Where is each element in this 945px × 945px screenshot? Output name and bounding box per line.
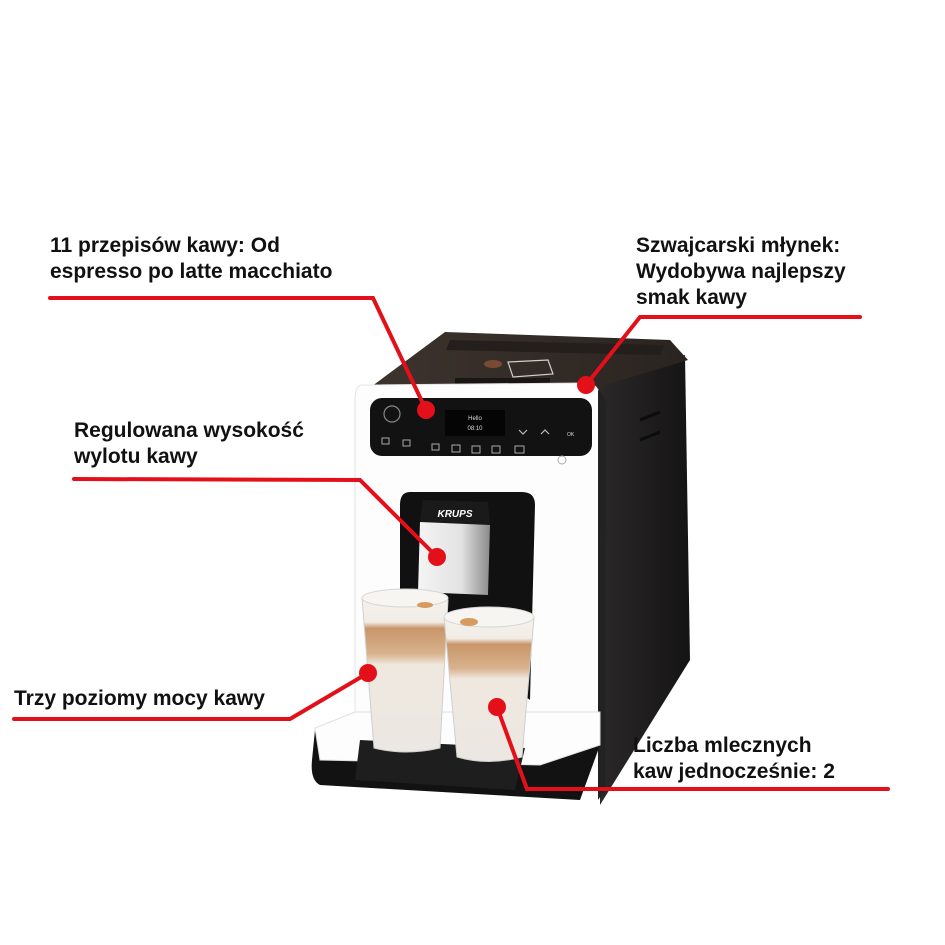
chevron-up-icon	[540, 429, 550, 435]
cup-icon	[402, 439, 411, 447]
settings-gear-icon	[557, 455, 567, 465]
callout-text-line: Trzy poziomy mocy kawy	[14, 687, 265, 710]
callout-text-line: wylotu kawy	[74, 445, 198, 468]
coffee-spout: KRUPS	[418, 500, 490, 595]
cup-icon	[381, 437, 390, 445]
callout-dot-strength	[359, 664, 377, 682]
callout-text-line: smak kawy	[636, 286, 747, 309]
callout-line-grinder	[584, 315, 862, 387]
callout-line-strength	[12, 671, 370, 721]
display-time: 08:10	[467, 426, 483, 432]
latte-glass-left	[361, 588, 449, 753]
latte-glass-right	[443, 606, 535, 762]
krups-logo: KRUPS	[437, 509, 472, 520]
callout-line-milk-drinks	[495, 705, 890, 791]
cup-icon	[471, 445, 481, 454]
callout-dot-recipes	[417, 401, 435, 419]
machine-side-panel	[600, 355, 690, 805]
krups-badge-icon	[507, 359, 554, 378]
cup-icon	[451, 444, 461, 453]
callout-recipes: 11 przepisów kawy: Od espresso po latte …	[50, 233, 332, 285]
display-greeting: Hello	[468, 416, 482, 422]
callout-text-line: Liczba mlecznych	[633, 734, 812, 757]
cup-icon	[514, 445, 525, 454]
callout-dot-milk-drinks	[488, 698, 506, 716]
machine-top-lid	[360, 332, 688, 400]
callout-line-spout-height	[72, 477, 439, 559]
callout-text-line: espresso po latte macchiato	[50, 260, 333, 283]
callout-spout-height: Regulowana wysokość wylotu kawy	[74, 418, 304, 470]
callout-milk-drinks: Liczba mlecznych kaw jednocześnie: 2	[633, 733, 835, 785]
callout-text-line: Regulowana wysokość	[74, 419, 304, 442]
callout-text-line: 11 przepisów kawy: Od	[50, 234, 280, 257]
ok-button-label: OK	[567, 432, 575, 438]
callout-dot-spout-height	[428, 548, 446, 566]
callout-strength: Trzy poziomy mocy kawy	[14, 686, 265, 712]
callout-line-recipes	[48, 296, 428, 412]
cup-icon	[431, 443, 440, 451]
callout-dot-grinder	[577, 376, 595, 394]
callout-text-line: Szwajcarski młynek:	[636, 234, 841, 257]
callout-text-line: Wydobywa najlepszy	[636, 260, 846, 283]
chevron-down-icon	[518, 429, 528, 435]
callout-text-line: kaw jednocześnie: 2	[633, 760, 835, 783]
cup-icon	[491, 445, 501, 454]
callout-grinder: Szwajcarski młynek: Wydobywa najlepszy s…	[636, 233, 846, 311]
